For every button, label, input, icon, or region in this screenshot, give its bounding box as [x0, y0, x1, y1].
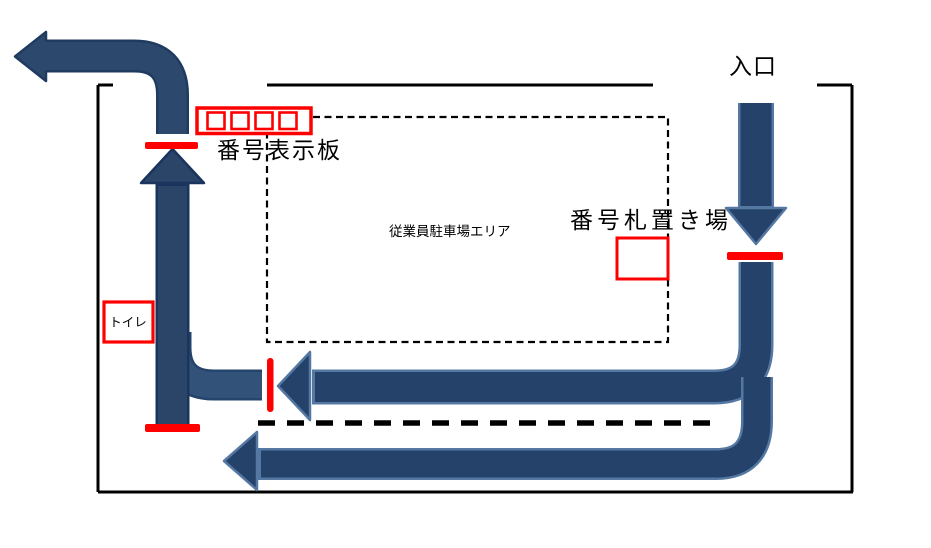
number-display-board-label: 番号表示板	[217, 138, 342, 164]
entrance-arrow	[724, 103, 788, 246]
digit-window-icon	[278, 111, 298, 131]
entrance-arrowhead-icon	[724, 206, 788, 246]
display-board-stop-bar	[145, 142, 198, 149]
inbound-arrowhead-icon	[276, 350, 312, 422]
exit-approach-up-arrow	[139, 147, 206, 424]
exit-arrowhead-icon	[13, 30, 48, 83]
number-display-board	[195, 106, 313, 136]
digit-window-icon	[230, 111, 250, 131]
return-arrowhead-icon	[222, 430, 259, 492]
mid-route-stop-bar	[267, 358, 274, 412]
digit-window-icon	[206, 111, 226, 131]
entrance-stop-bar	[727, 252, 783, 260]
inbound-route-arrow	[276, 262, 774, 422]
return-route-arrow	[222, 377, 773, 492]
employee-parking-dashed-area	[265, 115, 670, 344]
lower-left-stop-bar	[145, 424, 200, 432]
return-route-fill	[261, 377, 771, 478]
number-tag-place-box	[615, 236, 670, 281]
entrance-label: 入口	[729, 54, 777, 80]
up-arrowhead-icon	[139, 147, 206, 185]
toilet-box	[102, 300, 155, 344]
digit-window-icon	[254, 111, 274, 131]
toilet-label: トイレ	[109, 314, 147, 330]
exit-arrow-fill	[43, 42, 187, 134]
inbound-route-edge	[312, 262, 774, 405]
outer-boundary	[96, 83, 854, 494]
exit-bent-arrow	[13, 30, 189, 134]
inbound-route-fill	[315, 262, 771, 402]
number-tag-place-label: 番号札置き場	[570, 208, 732, 234]
employee-parking-area-label: 従業員駐車場エリア	[389, 224, 511, 240]
